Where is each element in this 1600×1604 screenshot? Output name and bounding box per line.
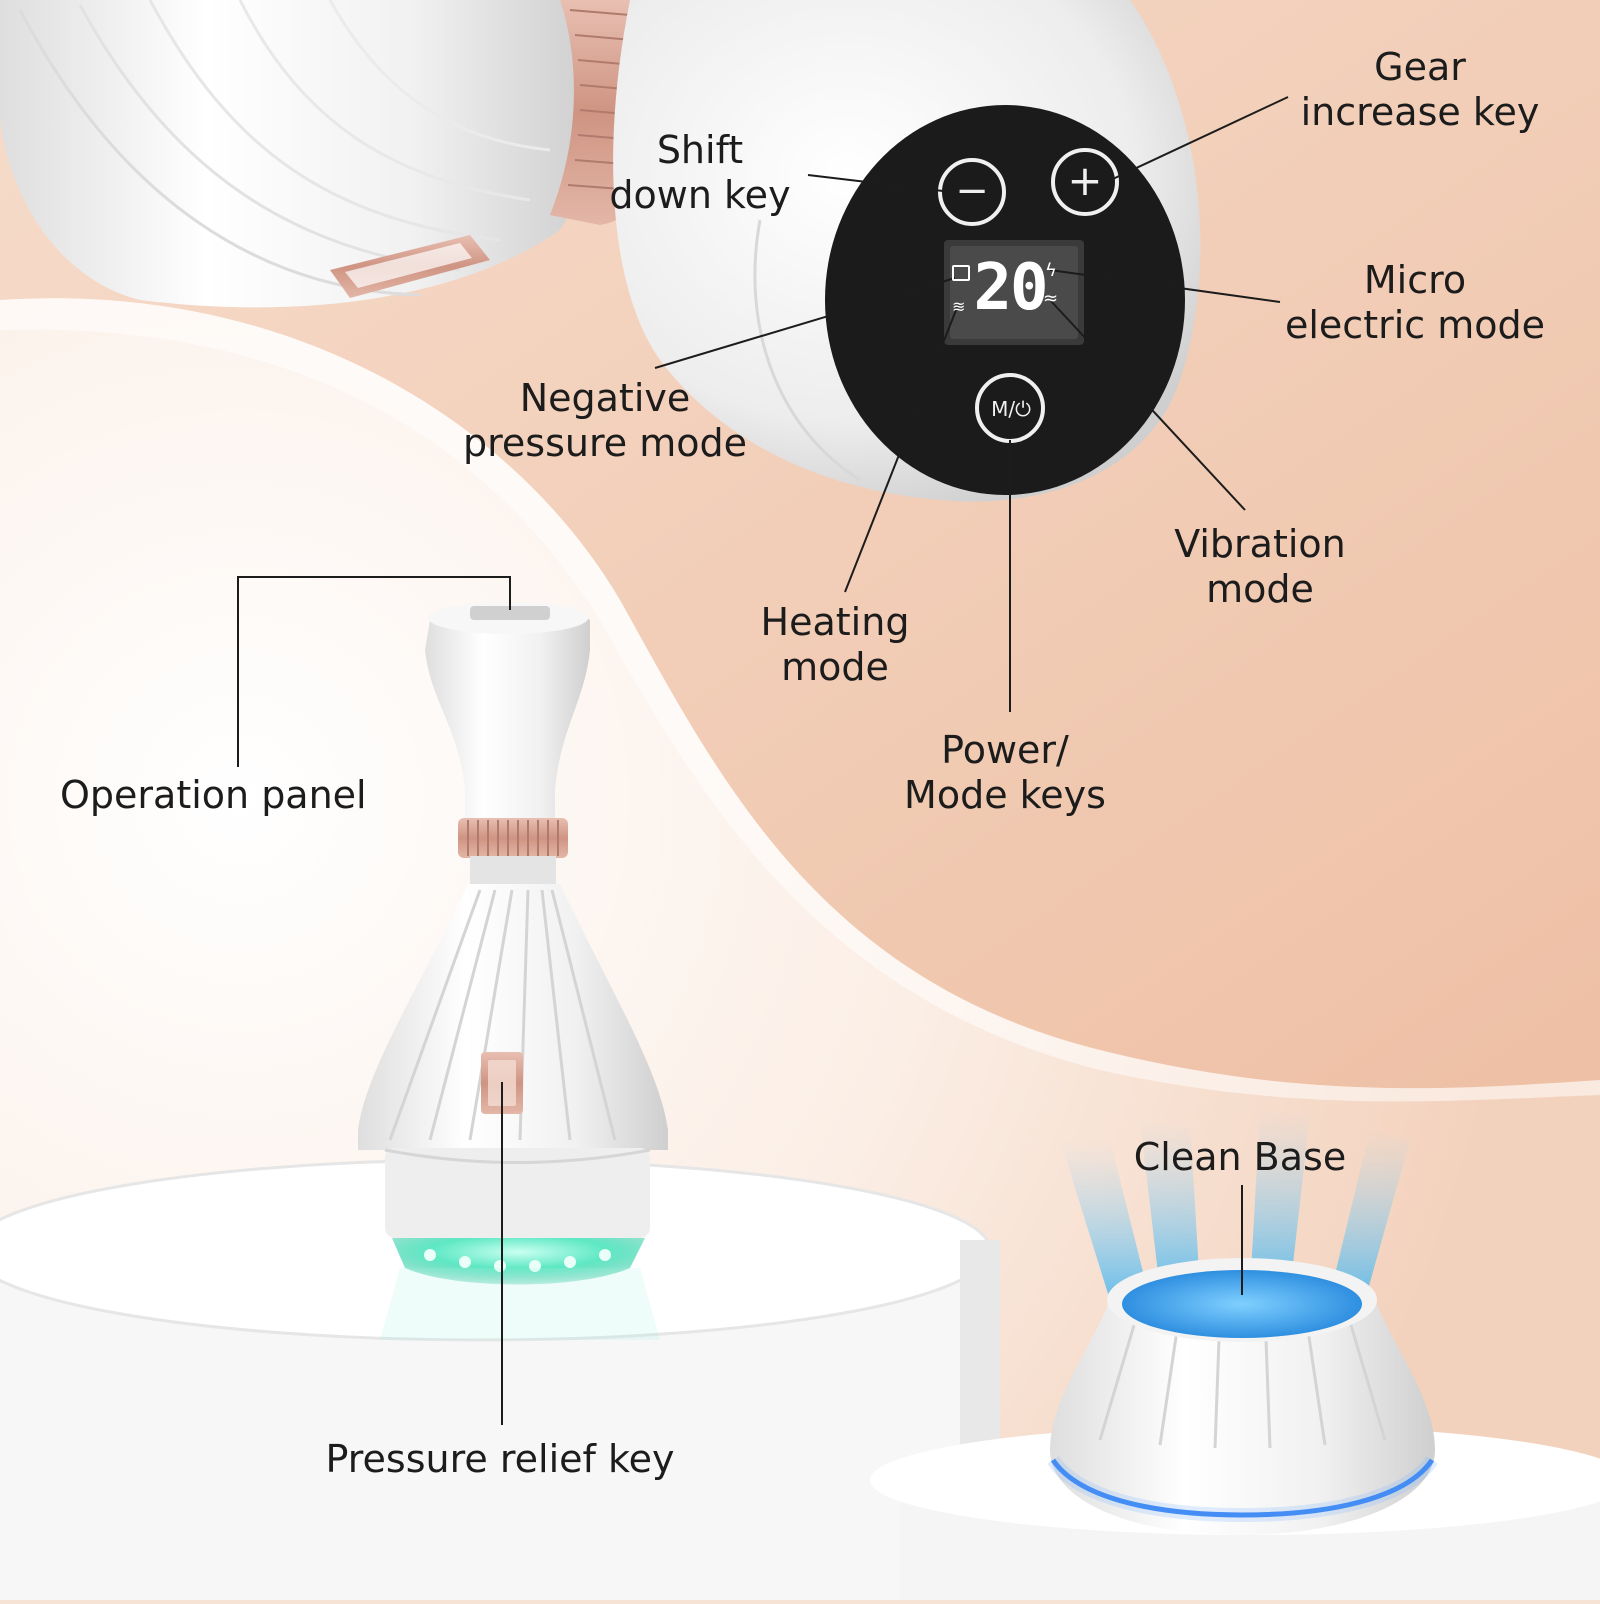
standing-device: [358, 602, 668, 1340]
control-panel: [825, 105, 1185, 495]
label-line: Micro: [1363, 258, 1467, 302]
leader-gear-increase: [1099, 96, 1289, 186]
leader-heating: [844, 304, 959, 593]
leader-operation-panel: [237, 576, 511, 767]
label-line: Power/: [941, 728, 1069, 772]
label-power-mode-keys: Power/ Mode keys: [890, 728, 1120, 818]
label-shift-down-key: Shift down key: [600, 128, 800, 218]
label-line: Shift: [656, 128, 744, 172]
leader-shift-down: [807, 174, 961, 194]
label-line: Vibration: [1174, 522, 1346, 566]
clean-base: [1047, 1110, 1438, 1535]
minus-key-symbol[interactable]: −: [955, 168, 989, 214]
label-vibration-mode: Vibration mode: [1160, 522, 1360, 612]
label-line: Gear: [1374, 45, 1466, 89]
mode-power-key-symbol[interactable]: M/⏻: [991, 397, 1031, 421]
leader-lines: [237, 96, 1289, 1425]
label-line: increase key: [1300, 90, 1540, 134]
label-micro-electric-mode: Micro electric mode: [1270, 258, 1560, 348]
label-line: down key: [609, 173, 791, 217]
label-negative-pressure-mode: Negative pressure mode: [460, 376, 750, 466]
leader-negative-pressure: [654, 277, 956, 369]
plus-key-symbol[interactable]: +: [1067, 156, 1103, 205]
label-line: electric mode: [1284, 303, 1546, 347]
leader-micro-electric: [1049, 269, 1281, 303]
heat-icon: ≋: [952, 297, 966, 316]
lightning-icon: ϟ: [1045, 260, 1057, 281]
leader-vibration: [1049, 299, 1246, 511]
label-clean-base: Clean Base: [1133, 1135, 1347, 1179]
label-heating-mode: Heating mode: [745, 600, 925, 690]
left-pedestal: [0, 1158, 1000, 1604]
label-line: mode: [1206, 567, 1314, 611]
vacuum-icon: [952, 265, 970, 281]
display-value: 20: [973, 251, 1048, 325]
label-pressure-relief-key: Pressure relief key: [325, 1437, 675, 1481]
label-line: Mode keys: [904, 773, 1106, 817]
label-operation-panel: Operation panel: [60, 773, 367, 817]
label-gear-increase-key: Gear increase key: [1300, 45, 1540, 135]
label-line: mode: [781, 645, 889, 689]
label-line: pressure mode: [463, 421, 747, 465]
label-line: Negative: [519, 376, 691, 420]
label-line: Heating: [760, 600, 910, 644]
wave-icon: ≈: [1043, 288, 1059, 309]
